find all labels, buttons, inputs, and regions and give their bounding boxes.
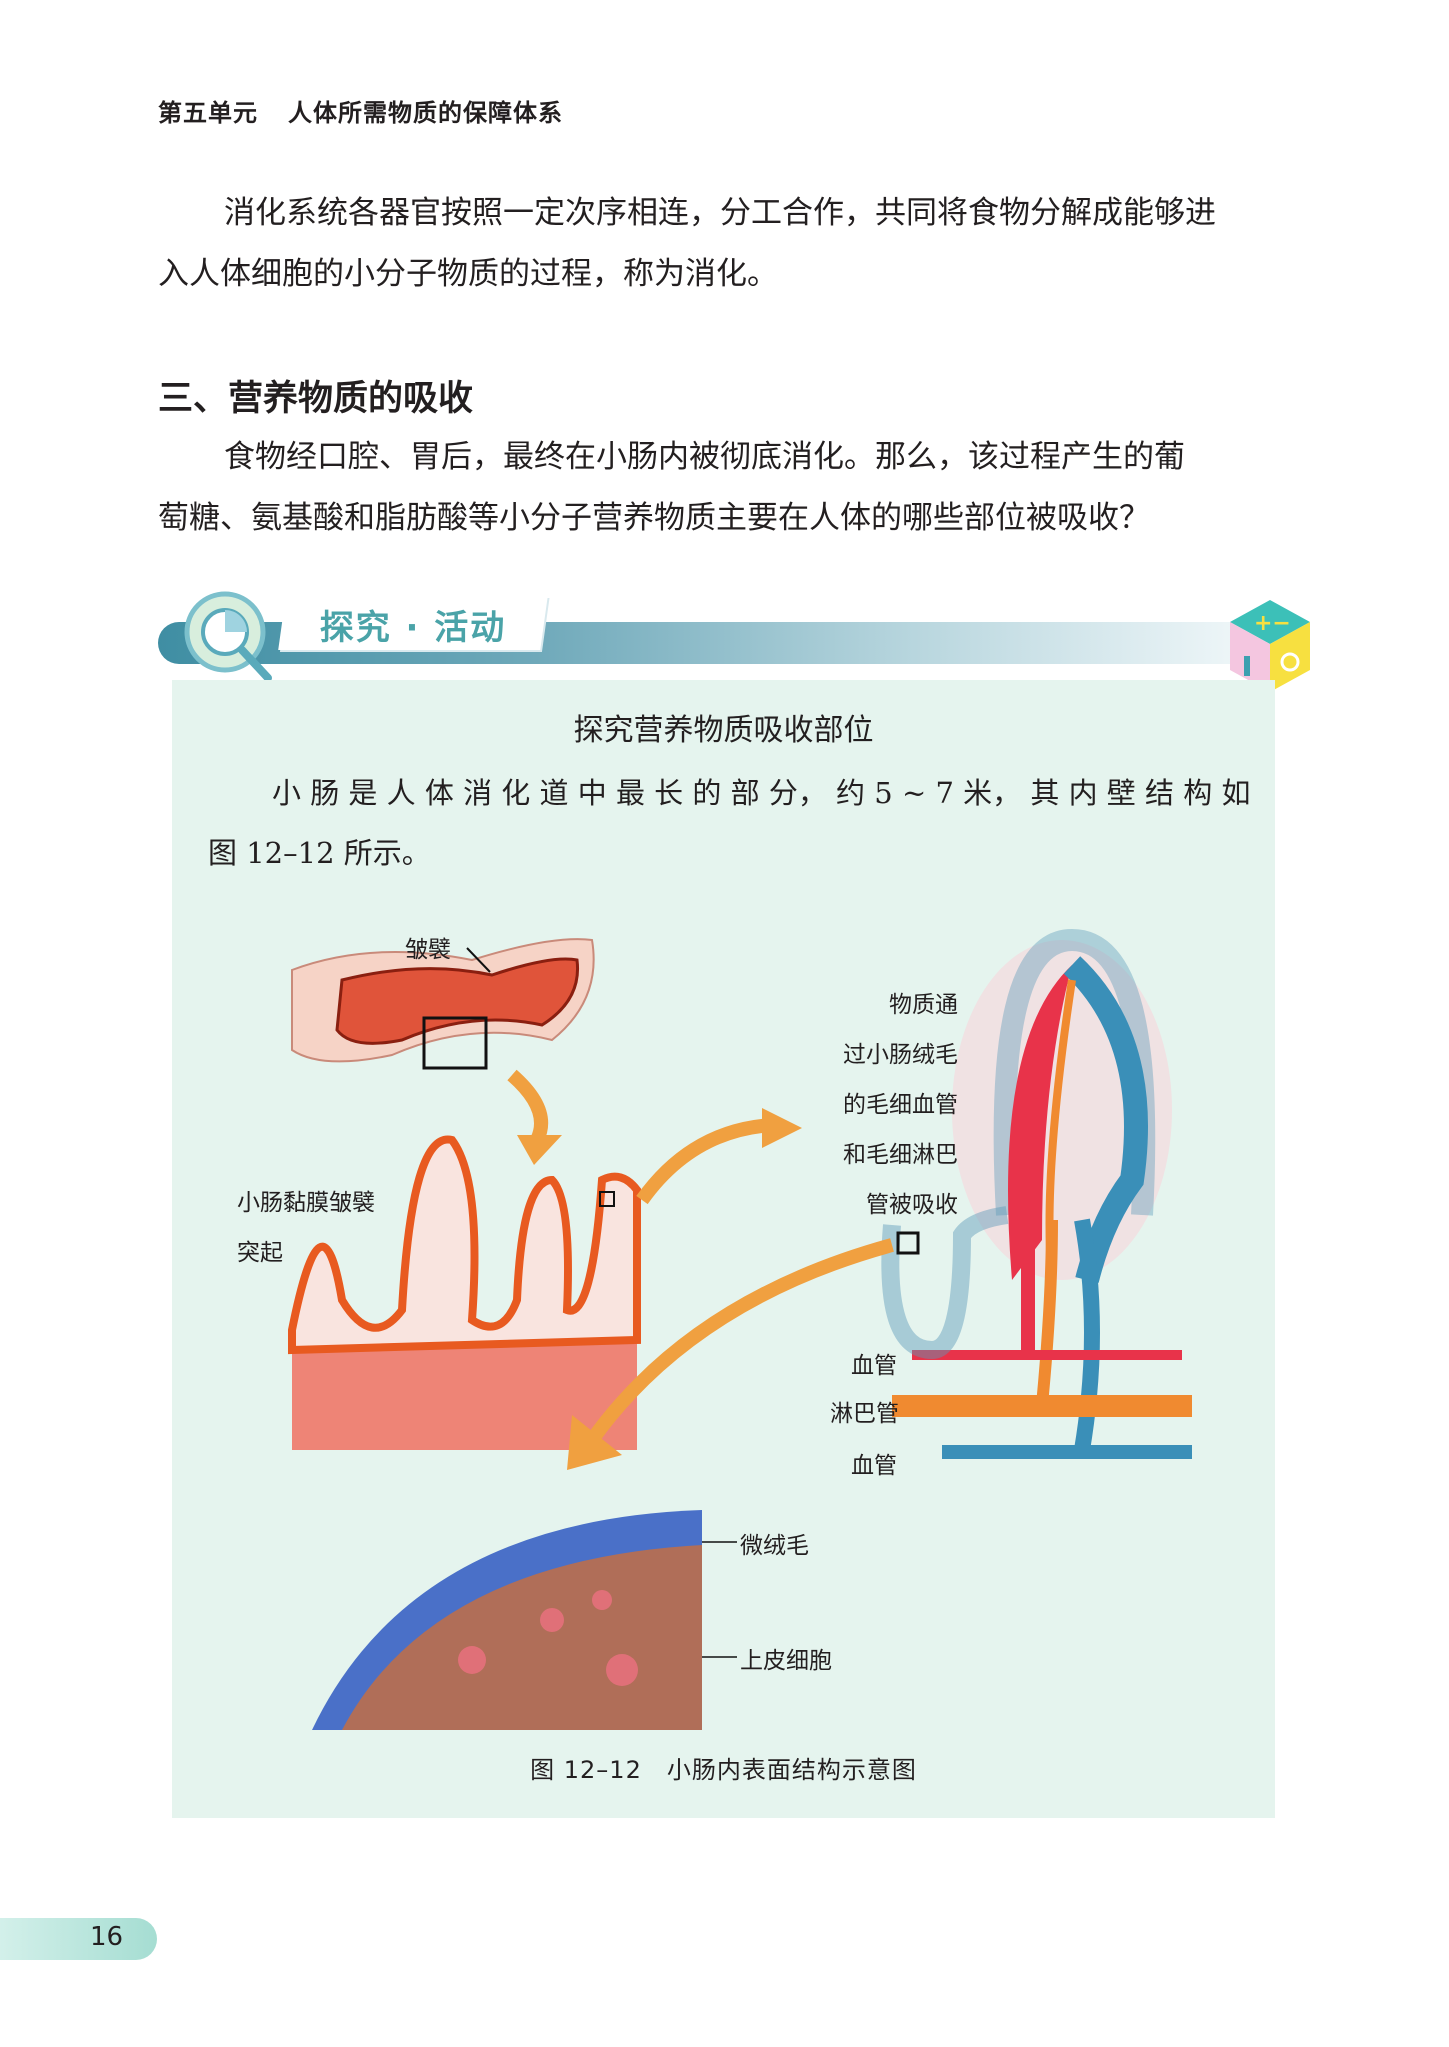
- label-mucosa-fold: 小肠黏膜皱襞: [237, 1190, 375, 1216]
- label-line: 和毛细淋巴: [843, 1142, 958, 1168]
- svg-text:+−: +−: [1254, 611, 1291, 636]
- paragraph-line: 消化系统各器官按照一定次序相连，分工合作，共同将食物分解成能够进: [224, 195, 1216, 231]
- label-fold: 皱襞: [405, 937, 451, 963]
- running-header: 第五单元 人体所需物质的保障体系: [158, 93, 563, 128]
- paragraph-digestion: 消化系统各器官按照一定次序相连，分工合作，共同将食物分解成能够进 入人体细胞的小…: [158, 183, 1293, 305]
- unit-label: 第五单元: [158, 99, 258, 127]
- activity-text-line: 图 12–12 所示。: [208, 836, 431, 870]
- label-line: 物质通: [889, 992, 958, 1018]
- intestine-section-illustration: [291, 938, 595, 1070]
- label-absorption: 物质通 过小肠绒毛 的毛细血管 和毛细淋巴 管被吸收: [780, 980, 958, 1230]
- paragraph-line: 食物经口腔、胃后，最终在小肠内被彻底消化。那么，该过程产生的葡: [224, 439, 1185, 475]
- label-lymph-vessel: 淋巴管: [830, 1401, 899, 1427]
- small-intestine-figure: [288, 928, 1192, 1730]
- paragraph-absorption: 食物经口腔、胃后，最终在小肠内被彻底消化。那么，该过程产生的葡 萄糖、氨基酸和脂…: [158, 427, 1293, 549]
- microvilli-micrograph: [312, 1510, 737, 1730]
- label-line: 过小肠绒毛: [843, 1042, 958, 1068]
- activity-label: 探究 · 活动: [319, 608, 507, 648]
- activity-text-line: 小 肠 是 人 体 消 化 道 中 最 长 的 部 分， 约 5 ~ 7 米， …: [272, 776, 1251, 810]
- section-heading: 三、营养物质的吸收: [158, 379, 474, 419]
- label-mucosa-fold-2: 突起: [237, 1240, 283, 1266]
- page-number: 16: [90, 1922, 124, 1952]
- page-number-tab: [0, 1918, 157, 1960]
- label-blood-vessel: 血管: [851, 1353, 897, 1379]
- villus-illustration: [881, 928, 1192, 1459]
- label-blood-vessel-2: 血管: [851, 1453, 897, 1479]
- label-microvilli: 微绒毛: [740, 1533, 809, 1559]
- figure-caption: 图 12–12 小肠内表面结构示意图: [530, 1756, 917, 1784]
- label-epithelial-cell: 上皮细胞: [740, 1648, 832, 1674]
- paragraph-line: 萄糖、氨基酸和脂肪酸等小分子营养物质主要在人体的哪些部位被吸收？: [158, 500, 1150, 536]
- science-cube-icon: +−: [1230, 600, 1310, 692]
- magnifier-icon: [184, 591, 272, 682]
- label-line: 的毛细血管: [843, 1092, 958, 1118]
- paragraph-line: 入人体细胞的小分子物质的过程，称为消化。: [158, 256, 778, 292]
- activity-title: 探究营养物质吸收部位: [573, 713, 874, 748]
- label-line: 管被吸收: [866, 1192, 958, 1218]
- unit-title: 人体所需物质的保障体系: [288, 99, 563, 127]
